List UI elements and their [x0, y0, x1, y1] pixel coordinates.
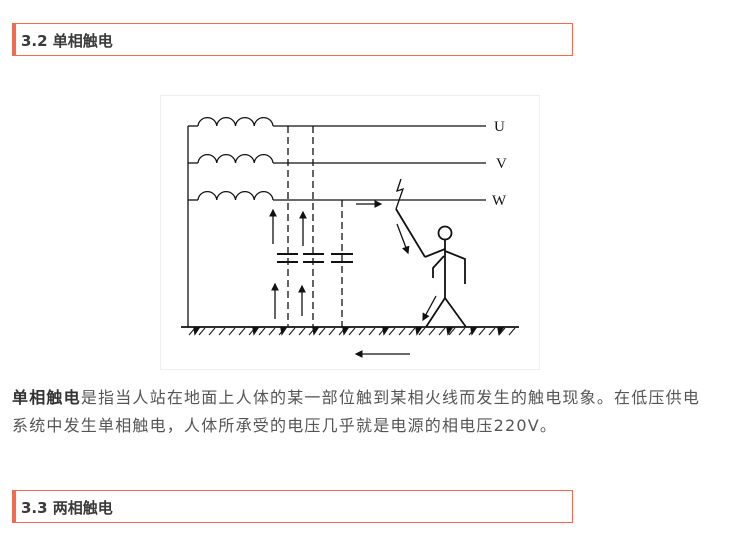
section-heading-3-3: 3.3 两相触电: [12, 490, 573, 523]
ground-hatch: [298, 327, 306, 336]
ground-hatch: [508, 327, 516, 336]
section-title: 3.3 两相触电: [21, 499, 113, 517]
ground-marker: [342, 327, 350, 336]
ground-hatch: [268, 327, 276, 336]
phase-lines: [188, 125, 486, 201]
ground-marker: [446, 327, 454, 336]
ground-hatch: [318, 327, 326, 336]
ground-hatch: [208, 327, 216, 336]
phase-label-w: W: [492, 193, 507, 209]
source-windings: [187, 117, 274, 327]
ground-hatch: [458, 327, 466, 336]
term-bold: 单相触电: [12, 388, 81, 407]
ground-hatch: [218, 327, 226, 336]
ground-hatch: [388, 327, 396, 336]
ground-hatch: [498, 327, 506, 336]
person-icon: [395, 178, 467, 328]
ground-hatch: [348, 327, 356, 336]
section-title: 3.2 单相触电: [21, 32, 113, 50]
ground-marker: [193, 327, 201, 336]
single-phase-shock-diagram: U V W: [160, 95, 540, 370]
winding-coil: [197, 117, 274, 127]
ground-hatch: [358, 327, 366, 336]
ground-hatch: [198, 327, 206, 336]
capacitor-plates: [277, 253, 353, 263]
ground-hatch: [368, 327, 376, 336]
leakage-capacitance: [287, 126, 343, 327]
ground-hatch: [328, 327, 336, 336]
phase-label-u: U: [494, 119, 505, 135]
ground-hatch: [418, 327, 426, 336]
ground-marker: [415, 327, 423, 336]
paragraph-text: 是指当人站在地面上人体的某一部位触到某相火线而发生的触电现象。在低压供电系统中发…: [12, 388, 701, 435]
ground-hatch: [258, 327, 266, 336]
ground-marker: [470, 327, 478, 336]
phase-label-v: V: [496, 156, 507, 172]
current-arrows: [269, 200, 437, 358]
winding-coil: [197, 154, 274, 164]
ground-hatch: [398, 327, 406, 336]
ground-marker: [252, 327, 260, 336]
ground-hatch: [448, 327, 456, 336]
ground-marker: [497, 327, 505, 336]
section-heading-3-2: 3.2 单相触电: [12, 23, 573, 56]
ground-hatch: [238, 327, 246, 336]
ground-hatch: [478, 327, 486, 336]
ground-marker: [280, 327, 288, 336]
ground: [181, 326, 519, 336]
ground-hatch: [228, 327, 236, 336]
ground-marker: [382, 327, 390, 336]
body-paragraph: 单相触电是指当人站在地面上人体的某一部位触到某相火线而发生的触电现象。在低压供电…: [12, 384, 712, 440]
ground-hatch: [438, 327, 446, 336]
ground-hatch: [408, 327, 416, 336]
ground-hatch: [488, 327, 496, 336]
ground-hatch: [288, 327, 296, 336]
ground-hatch: [428, 327, 436, 336]
ground-marker: [312, 327, 320, 336]
winding-coil: [197, 191, 274, 201]
